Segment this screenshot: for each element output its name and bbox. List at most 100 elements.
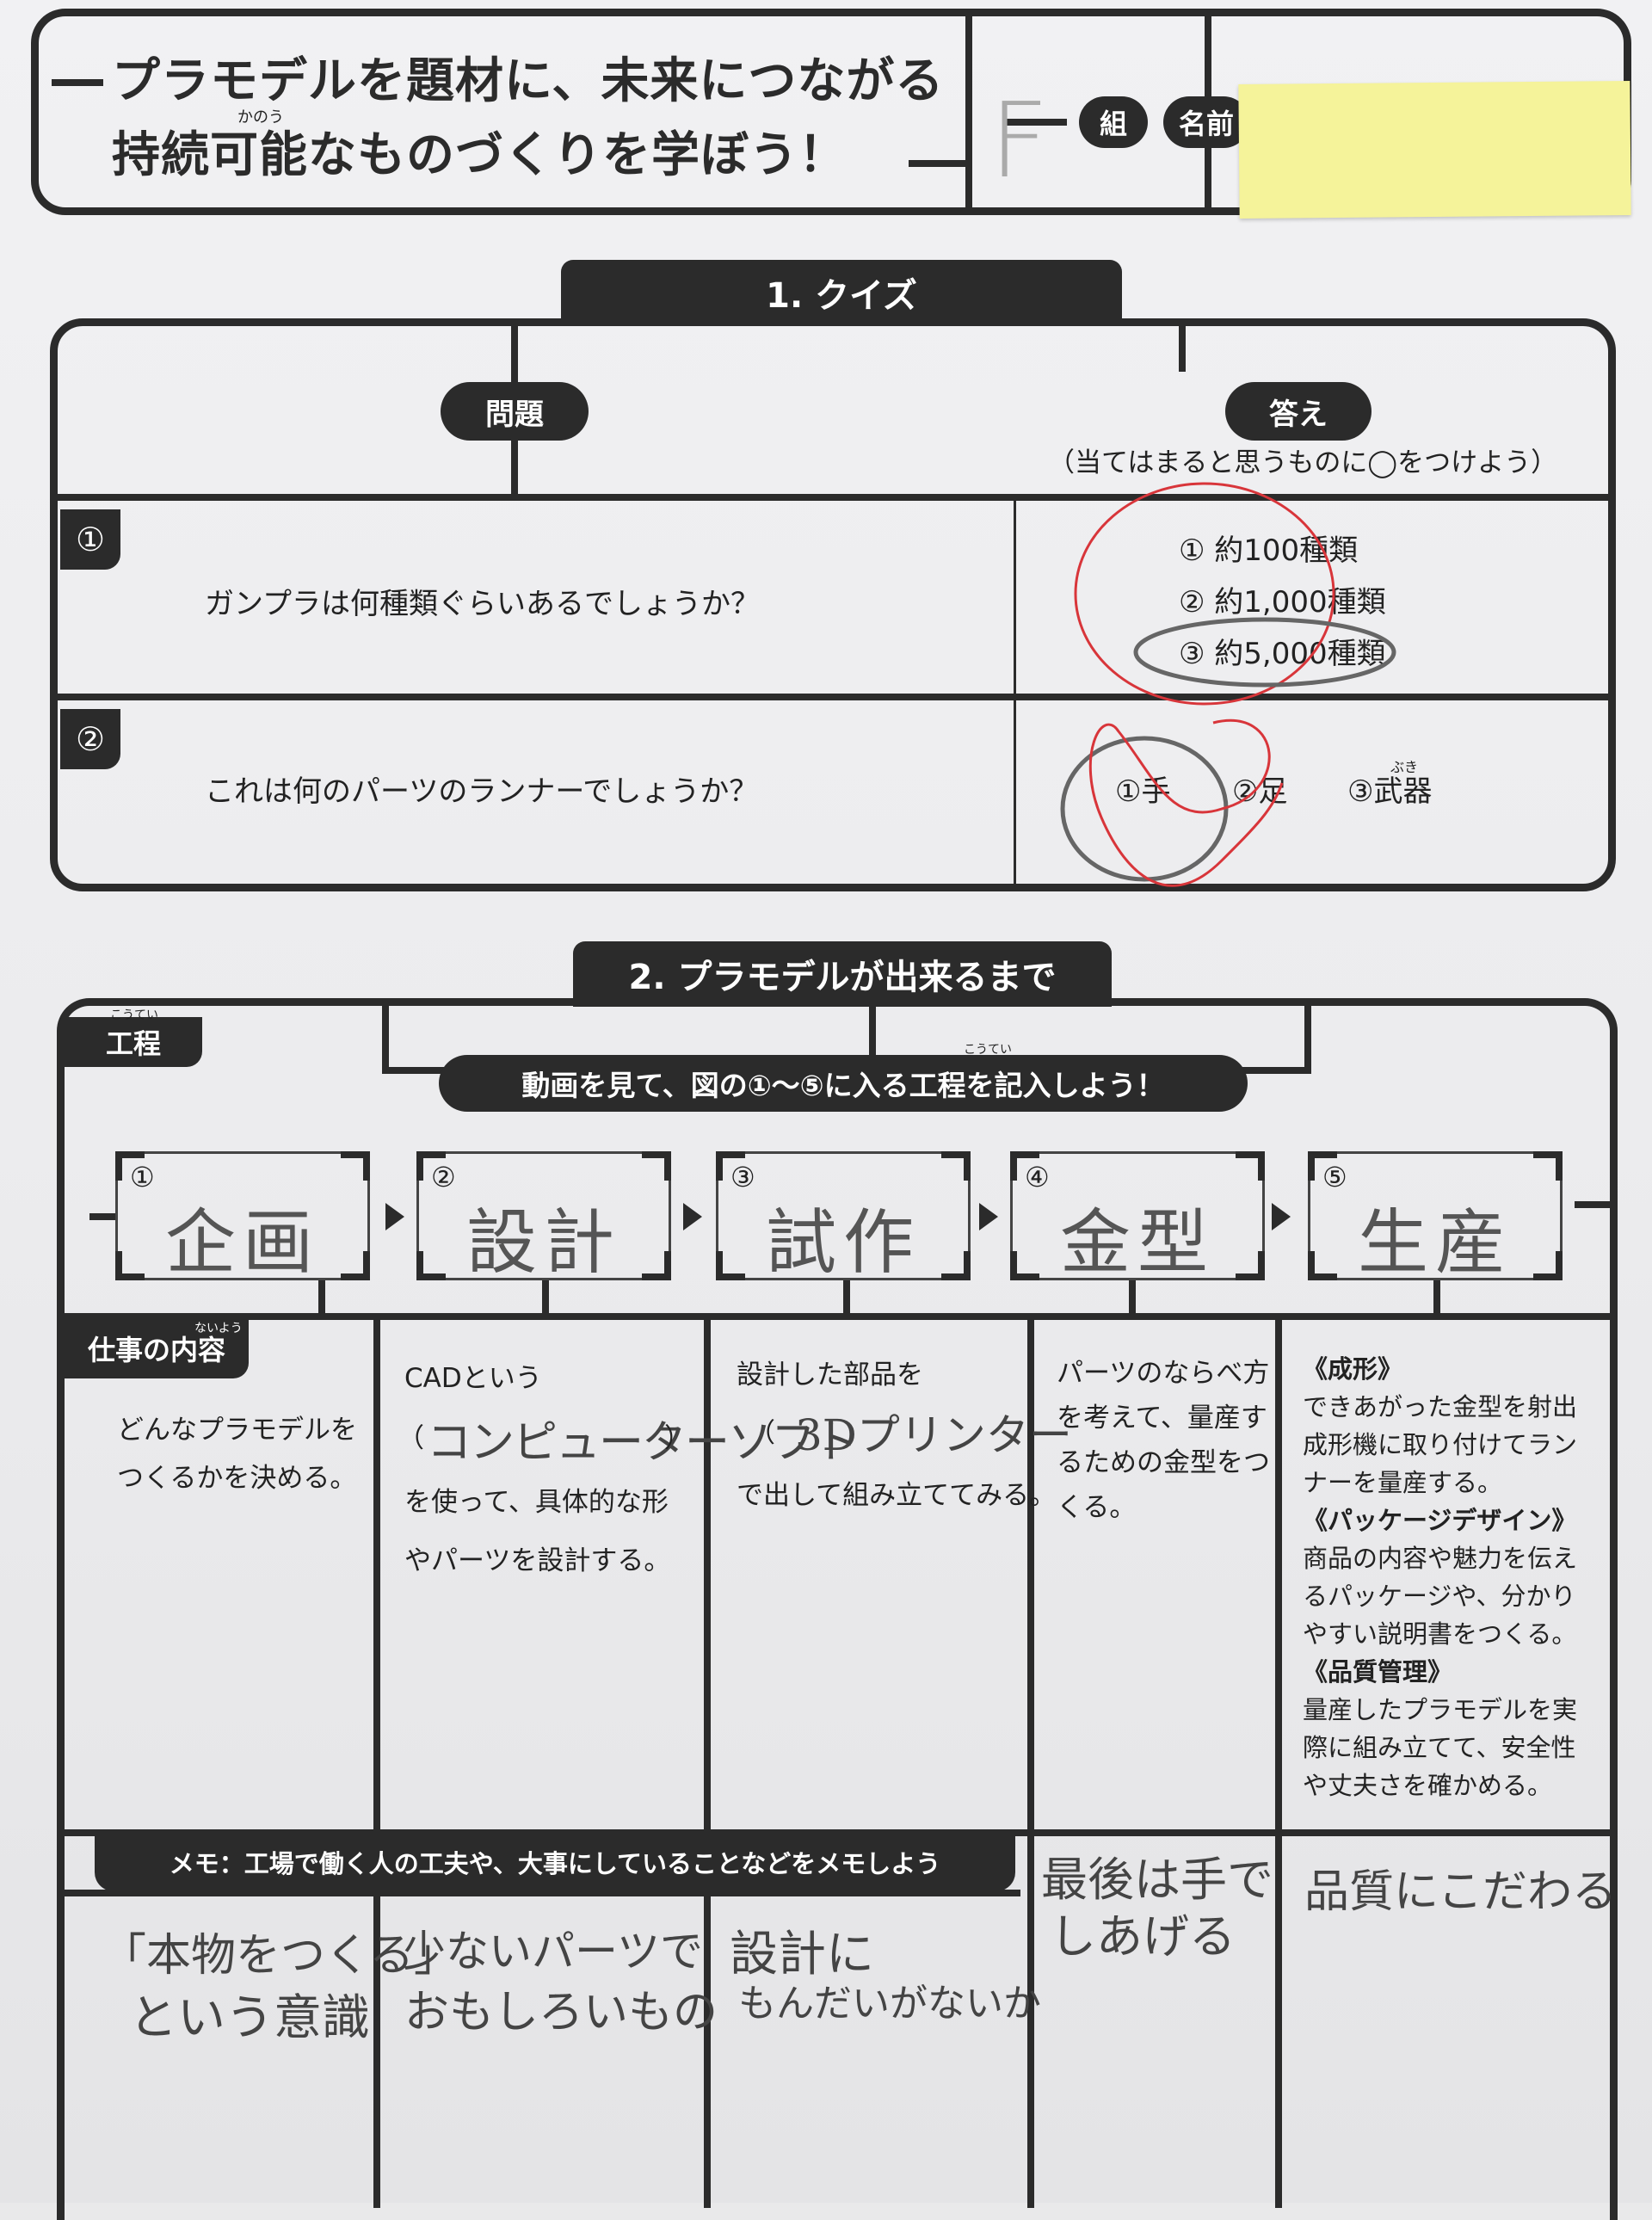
step-1-value[interactable]: 企画	[164, 1202, 320, 1284]
bracket	[1308, 1151, 1337, 1181]
work-col4-line4: くる。	[1057, 1492, 1137, 1523]
question-1-text: ガンプラは何種類ぐらいあるでしょうか？	[205, 587, 760, 621]
question-1-option-3[interactable]: ③ 約5,000種類	[1179, 637, 1386, 671]
runner-gate	[1179, 320, 1186, 372]
work-col2-handwritten[interactable]: コンピューターソフト	[427, 1417, 859, 1469]
memo-label: メモ：工場で働く人の工夫や、大事にしていることなどをメモしよう	[95, 1833, 1015, 1891]
work-col3-a: 設計した部品を	[737, 1360, 923, 1391]
work-col4-line2: を考えて、量産す	[1057, 1403, 1267, 1434]
question-2-option-3[interactable]: ③武器	[1347, 774, 1433, 809]
work-col5-line3: 成形機に取り付けてラン	[1303, 1430, 1578, 1459]
runner-gate	[1433, 1280, 1440, 1317]
question-1-option-2[interactable]: ② 約1,000種類	[1179, 585, 1386, 620]
bracket	[642, 1151, 671, 1181]
title-line-2: 持続可能なものづくりを学ぼう！	[112, 127, 848, 183]
step-arrow	[979, 1203, 998, 1230]
memo-4-line2[interactable]: しあげる	[1050, 1909, 1236, 1964]
quiz-section-title: 1. クイズ	[561, 260, 1122, 325]
runner-gate	[382, 1005, 389, 1074]
memo-1-line1[interactable]: 「本物をつくる」	[102, 1930, 459, 1982]
memo-rule	[57, 1890, 1020, 1896]
work-col5-line11: 際に組み立てて、安全性	[1303, 1733, 1576, 1762]
step-5-number: ⑤	[1322, 1161, 1347, 1193]
bracket	[941, 1151, 971, 1181]
work-col5-line1: 《成形》	[1303, 1354, 1403, 1384]
column-rule	[704, 1313, 711, 2208]
work-col5-line5: 《パッケージデザイン》	[1303, 1506, 1577, 1535]
step-1-number: ①	[130, 1161, 155, 1193]
work-col5-line9: 《品質管理》	[1303, 1657, 1453, 1687]
answer-circle-marks	[1060, 482, 1396, 887]
bracket	[341, 1151, 370, 1181]
quiz-frame	[50, 318, 1616, 891]
work-col5-line4: ナーを量産する。	[1303, 1468, 1503, 1497]
memo-3-line1[interactable]: 設計に	[730, 1927, 874, 1983]
step-arrow	[385, 1203, 404, 1230]
bracket	[416, 1251, 446, 1280]
quiz-header-rule	[50, 494, 1616, 501]
bracket	[1533, 1251, 1563, 1280]
work-col3-paren-open: （	[749, 1418, 775, 1449]
bracket	[716, 1251, 745, 1280]
step-4-value[interactable]: 金型	[1059, 1202, 1215, 1284]
work-col2-paren-open: （	[398, 1423, 424, 1454]
sticky-note	[1238, 81, 1631, 219]
work-col5-line7: るパッケージや、分かり	[1303, 1582, 1576, 1611]
memo-1-line2[interactable]: という意識	[129, 1990, 370, 2046]
work-col5-line2: できあがった金型を射出	[1303, 1392, 1578, 1421]
red-loop-q2	[1088, 719, 1284, 887]
step-2-number: ②	[431, 1161, 456, 1193]
grid-top-rule	[57, 1313, 1618, 1320]
work-col5-line10: 量産したプラモデルを実	[1303, 1695, 1578, 1724]
step-2-box: ② 設計	[416, 1151, 671, 1284]
step-3-box: ③ 試作	[716, 1151, 971, 1284]
bracket	[115, 1151, 145, 1181]
step-3-value[interactable]: 試作	[765, 1202, 921, 1284]
memo-5-line1[interactable]: 品質にこだわる	[1304, 1866, 1617, 1918]
red-circle-q1	[1074, 482, 1335, 706]
work-col2-b2: やパーツを設計する。	[404, 1545, 671, 1576]
title-line-1: プラモデルを題材に、未来につながる	[112, 53, 945, 109]
buki-ruby: ぶき	[1390, 759, 1419, 775]
memo-4-line1[interactable]: 最後は手で	[1041, 1853, 1273, 1907]
step-1-box: ① 企画	[115, 1151, 370, 1284]
memo-2-line2[interactable]: おもしろいもの	[404, 1987, 718, 2038]
step-4-number: ④	[1025, 1161, 1050, 1193]
name-label: 名前	[1163, 96, 1249, 148]
bracket	[115, 1251, 145, 1280]
title-ruby: かのう	[237, 108, 284, 126]
class-label: 組	[1079, 96, 1148, 148]
runner-stub	[909, 160, 969, 167]
quiz-row-rule	[50, 694, 1616, 700]
work-col4-line1: パーツのならべ方	[1057, 1358, 1270, 1389]
gray-circle-q1-option3	[1133, 617, 1396, 688]
bracket	[1236, 1251, 1265, 1280]
question-1-number: ①	[60, 509, 120, 570]
bracket	[1533, 1151, 1563, 1181]
work-col5-line6: 商品の内容や魅力を伝え	[1303, 1544, 1578, 1573]
memo-2-line1[interactable]: 少ないパーツで	[403, 1927, 703, 1976]
bracket	[1236, 1151, 1265, 1181]
bracket	[1308, 1251, 1337, 1280]
work-ruby: ないよう	[194, 1322, 243, 1335]
bracket	[416, 1151, 446, 1181]
bracket	[341, 1251, 370, 1280]
title-divider	[965, 9, 972, 215]
runner-gate	[843, 1280, 850, 1317]
work-col3-handwritten[interactable]: 3Dプリンター	[795, 1410, 1072, 1460]
column-rule	[1275, 1313, 1282, 2208]
work-col1-line2: つくるかを決める。	[117, 1463, 357, 1494]
process-section-title: 2. プラモデルが出来るまで	[573, 941, 1112, 1007]
runner-gate	[1129, 1280, 1136, 1317]
runner-gate	[869, 1005, 876, 1074]
instruction-ruby: こうてい	[964, 1043, 1012, 1057]
column-rule	[1027, 1313, 1034, 2208]
work-col2-b1: を使って、具体的な形	[404, 1487, 669, 1518]
work-col2-a: CADという	[404, 1363, 542, 1394]
bracket	[941, 1251, 971, 1280]
step-2-value[interactable]: 設計	[465, 1202, 621, 1284]
memo-3-line2[interactable]: もんだいがないか	[738, 1982, 1041, 2026]
step-3-number: ③	[730, 1161, 755, 1193]
step-5-value[interactable]: 生産	[1357, 1202, 1513, 1284]
runner-stub	[52, 79, 103, 86]
